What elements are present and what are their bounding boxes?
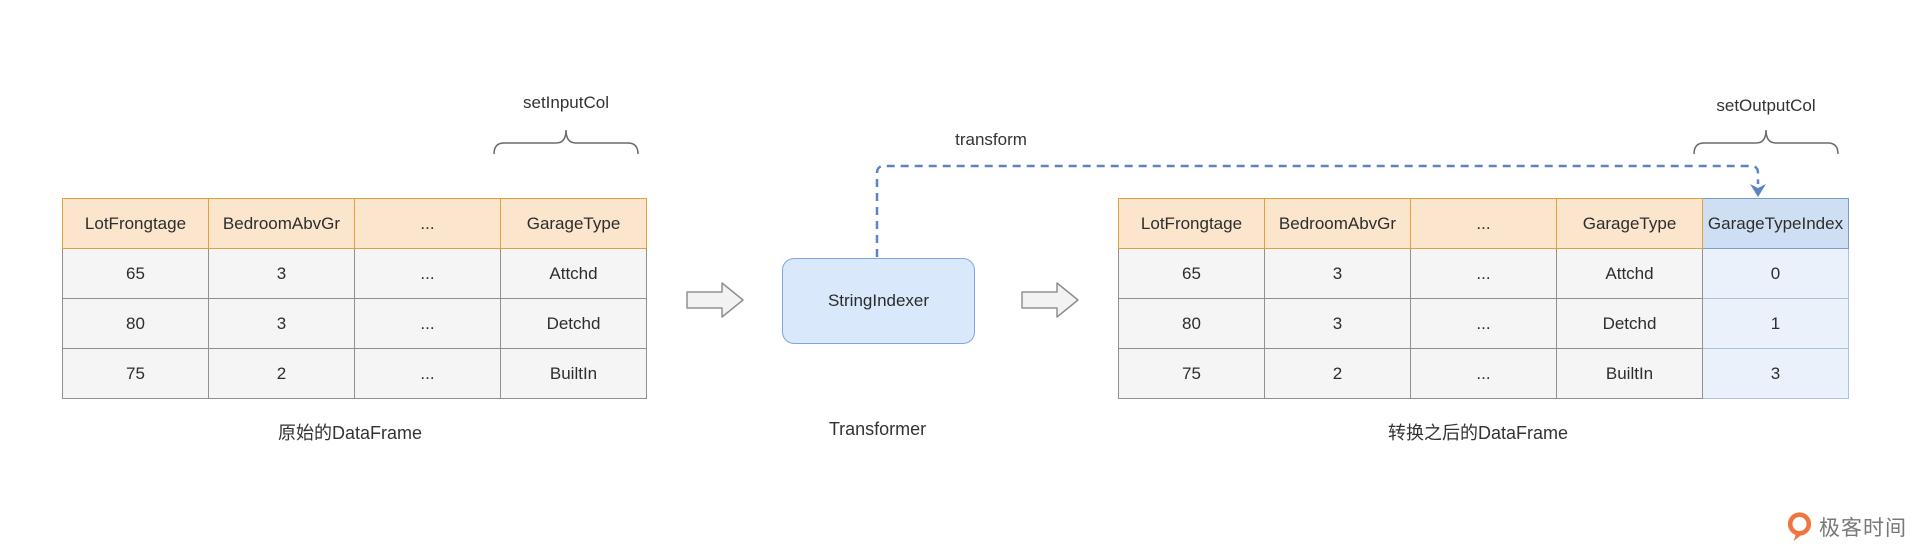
table-cell: 75 — [1118, 348, 1265, 399]
geektime-logo: 极客时间 — [1786, 511, 1907, 542]
column-header-lotfrongtage: LotFrongtage — [62, 198, 209, 249]
table-cell: Detchd — [500, 298, 647, 349]
table-cell: BuiltIn — [1556, 348, 1703, 399]
table-cell: ... — [354, 298, 501, 349]
column-header-garagetype: GarageType — [500, 198, 647, 249]
stringindexer-box: StringIndexer — [782, 258, 975, 344]
table-cell: ... — [354, 248, 501, 299]
table-cell: 2 — [208, 348, 355, 399]
geektime-logo-text: 极客时间 — [1819, 516, 1907, 540]
column-header-bedroomabvgr: BedroomAbvGr — [1264, 198, 1411, 249]
table-cell: ... — [1410, 348, 1557, 399]
column-header-garagetype: GarageType — [1556, 198, 1703, 249]
column-header-lotfrongtage: LotFrongtage — [1118, 198, 1265, 249]
table-cell: 65 — [62, 248, 209, 299]
flow-arrow-left-icon — [686, 282, 744, 318]
table-cell: BuiltIn — [500, 348, 647, 399]
table-cell: Attchd — [500, 248, 647, 299]
column-header-bedroomabvgr: BedroomAbvGr — [208, 198, 355, 249]
table-cell: 80 — [1118, 298, 1265, 349]
column-header-ellipsis: ... — [1410, 198, 1557, 249]
table-cell: 3 — [208, 298, 355, 349]
column-header-ellipsis: ... — [354, 198, 501, 249]
original-dataframe-caption: 原始的DataFrame — [277, 423, 423, 443]
table-cell: Detchd — [1556, 298, 1703, 349]
set-input-col-label: setInputCol — [523, 93, 609, 112]
table-cell: 3 — [1264, 248, 1411, 299]
transform-label: transform — [955, 130, 1027, 149]
table-cell: Attchd — [1556, 248, 1703, 299]
table-cell: 65 — [1118, 248, 1265, 299]
table-cell: 3 — [208, 248, 355, 299]
table-cell: ... — [354, 348, 501, 399]
set-output-col-label: setOutputCol — [1716, 96, 1816, 115]
table-cell: 80 — [62, 298, 209, 349]
table-cell: 1 — [1702, 298, 1849, 349]
column-header-garagetypeindex: GarageTypeIndex — [1702, 198, 1849, 249]
table-cell: ... — [1410, 248, 1557, 299]
geektime-icon — [1787, 512, 1812, 541]
table-cell: 3 — [1264, 298, 1411, 349]
table-cell: ... — [1410, 298, 1557, 349]
input-col-brace — [493, 129, 639, 155]
table-cell: 3 — [1702, 348, 1849, 399]
output-col-brace — [1693, 129, 1839, 155]
transformed-dataframe-caption: 转换之后的DataFrame — [1387, 423, 1569, 443]
table-cell: 2 — [1264, 348, 1411, 399]
transform-arrowhead-icon — [1750, 184, 1766, 197]
flow-arrow-right-icon — [1021, 282, 1079, 318]
table-cell: 0 — [1702, 248, 1849, 299]
table-cell: 75 — [62, 348, 209, 399]
transformer-caption: Transformer — [828, 419, 927, 439]
stringindexer-box-label: StringIndexer — [827, 291, 930, 310]
